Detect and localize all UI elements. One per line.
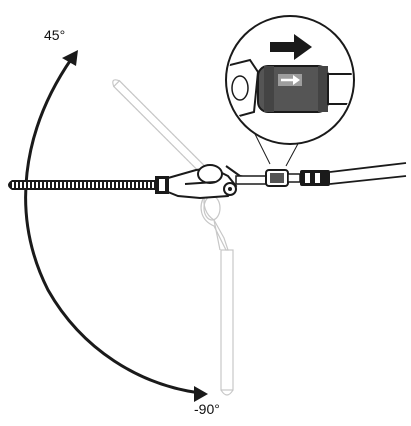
main-blade <box>8 176 169 194</box>
arrow-right-icon <box>270 34 312 60</box>
ghost-blade-45 <box>112 79 209 176</box>
angle-label-minus-90: -90° <box>194 401 220 417</box>
arrowhead-bottom-icon <box>194 386 208 402</box>
small-arrow-right-icon <box>281 75 300 85</box>
rotation-arrow <box>24 50 208 402</box>
detail-magnifier <box>225 15 355 145</box>
angle-label-45: 45° <box>44 27 66 43</box>
arrowhead-top-icon <box>62 50 78 66</box>
ghost-blade-minus-90 <box>200 194 234 396</box>
gearbox-head <box>167 164 263 200</box>
shaft <box>235 162 407 187</box>
